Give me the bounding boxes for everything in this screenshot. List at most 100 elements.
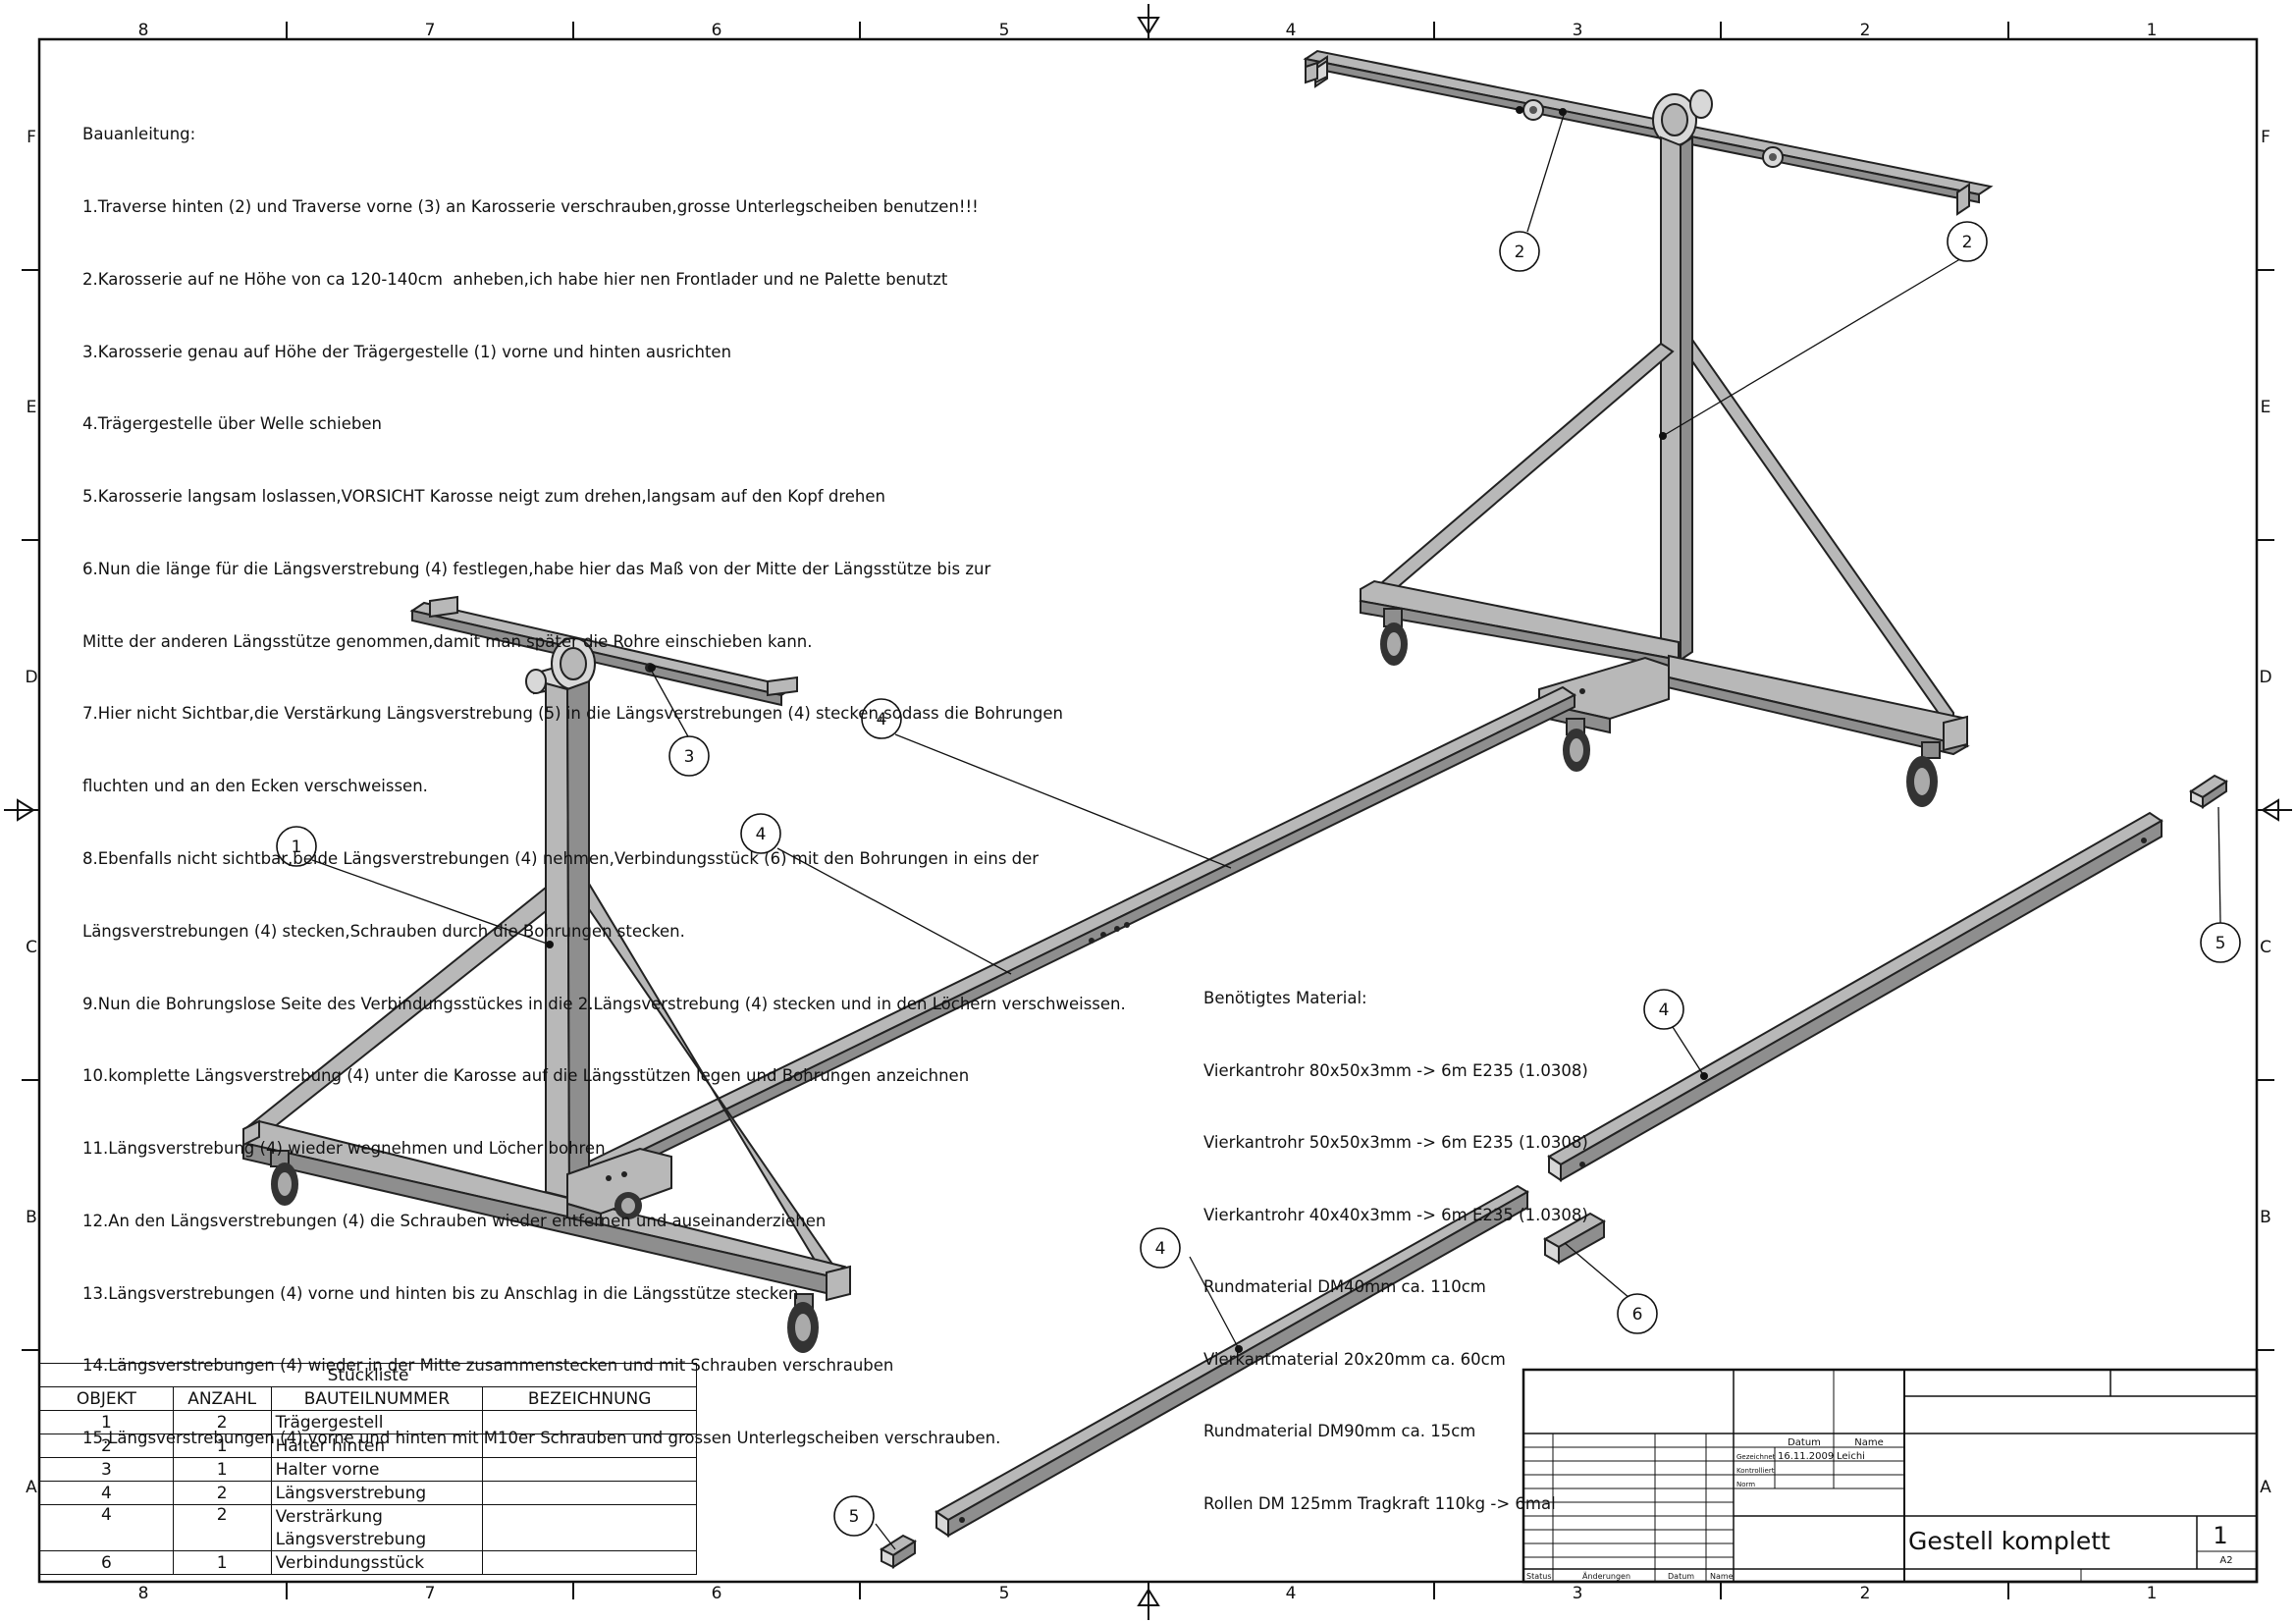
cell-anzahl: 1 [172,1550,272,1575]
longitudinal-strut-assembled [576,685,1577,1188]
exploded-strut-lower [934,1184,1529,1538]
cell-bauteil: Längsverstrebung [270,1481,484,1505]
balloon-4-c: 4 [1659,1001,1670,1020]
balloon-6: 6 [1632,1305,1643,1325]
assembly-instructions: Bauanleitung: 1.Traverse hinten (2) und … [82,75,1126,1475]
instruction-line: 2.Karosserie auf ne Höhe von ca 120-140c… [82,269,948,289]
tb-gezeichnet-label: Gezeichnet [1736,1453,1776,1461]
tb-name-label: Name [1710,1572,1734,1581]
material-line: Rundmaterial DM40mm ca. 110cm [1203,1277,1486,1296]
balloon-markers [276,106,2241,1537]
tb-aenderungen-label: Änderungen [1582,1571,1630,1581]
leader-lines [311,111,2221,1550]
front-wheel-3 [787,1293,819,1353]
tb-status-label: Status [1526,1572,1552,1581]
cell-bauteil: Verbindungsstück [270,1550,484,1575]
instruction-line: 8.Ebenfalls nicht sichtbar,beide Längsve… [82,849,1040,868]
instruction-line: 1.Traverse hinten (2) und Traverse vorne… [82,196,979,216]
instruction-line: 10.komplette Längsverstrebung (4) unter … [82,1066,970,1086]
col-header-bezeichnung: BEZEICHNUNG [482,1386,697,1411]
cell-bauteil: Halter vorne [270,1457,484,1482]
cell-objekt: 6 [39,1550,174,1575]
material-line: Vierkantmaterial 20x20mm ca. 60cm [1203,1349,1506,1369]
table-row: 4 2 Längsverstrebung [39,1481,697,1505]
balloon-5-b: 5 [849,1507,860,1527]
instruction-line: fluchten und an den Ecken verschweissen. [82,777,428,796]
front-wheel-1 [270,1150,298,1206]
rear-diagonal-left [1359,342,1675,611]
table-row: 2 1 Halter hinten [39,1434,697,1458]
tb-drawing-title: Gestell komplett [1908,1527,2110,1555]
col-label-bottom-7: 7 [425,1584,436,1603]
frame-column-labels: 8 7 6 5 4 3 2 1 8 7 6 5 4 3 2 1 [138,21,2158,1603]
balloon-4-d: 4 [1155,1239,1166,1259]
cell-anzahl: 2 [172,1410,272,1434]
col-label-top-4: 4 [1286,21,1297,40]
row-label-left-C: C [26,938,37,957]
front-wheel-2 [614,1192,642,1219]
row-label-right-A: A [2260,1478,2271,1497]
tb-gezeichnet-name: Leichi [1837,1451,1865,1462]
col-label-top-2: 2 [1860,21,1871,40]
instruction-line: 4.Trägergestelle über Welle schieben [82,414,382,434]
rear-base-left [1360,579,1680,662]
table-row-continuation: Längsverstrebung [40,1528,697,1551]
row-label-right-C: C [2260,938,2271,957]
material-line: Vierkantrohr 80x50x3mm -> 6m E235 (1.030… [1203,1060,1588,1080]
cell-bezeichnung [482,1550,697,1575]
instruction-line: 12.An den Längsverstrebungen (4) die Sch… [82,1211,827,1230]
material-line: Rundmaterial DM90mm ca. 15cm [1203,1422,1476,1440]
cell-bezeichnung [482,1410,697,1434]
balloon-4-b: 4 [756,825,767,844]
front-base-end [826,1265,851,1302]
parts-list-table: Stückliste OBJEKT ANZAHL BAUTEILNUMMER B… [39,1363,697,1575]
col-header-bauteilnummer: BAUTEILNUMMER [270,1386,484,1411]
col-label-top-1: 1 [2147,21,2158,40]
cell-anzahl: 1 [172,1434,272,1458]
cell-bauteil: Versträrkung [270,1504,484,1528]
tb-name-header: Name [1854,1437,1884,1448]
material-list: Benötigtes Material: Vierkantrohr 80x50x… [1203,939,1588,1541]
cell-objekt: 2 [39,1434,174,1458]
rear-traverse-bar [1303,49,1994,196]
col-label-top-6: 6 [712,21,722,40]
col-header-objekt: OBJEKT [39,1386,174,1411]
cell-bezeichnung [482,1457,697,1482]
balloon-1-rear: 2 [1962,233,1973,252]
tb-sheet-format: A2 [2219,1555,2232,1566]
col-label-bottom-2: 2 [1860,1584,1871,1603]
instruction-line: 5.Karosserie langsam loslassen,VORSICHT … [82,487,885,507]
row-label-left-B: B [26,1208,37,1227]
row-label-left-A: A [26,1478,37,1497]
tb-kontrolliert-label: Kontrolliert [1736,1467,1775,1475]
rear-vertical-post [1660,135,1682,662]
material-line: Vierkantrohr 50x50x3mm -> 6m E235 (1.030… [1203,1133,1588,1152]
cell-objekt: 3 [39,1457,174,1482]
cell-bauteil: Trägergestell [270,1410,484,1434]
parts-list-title: Stückliste [39,1363,697,1387]
cell-bezeichnung [482,1434,697,1458]
material-line: Vierkantrohr 40x40x3mm -> 6m E235 (1.030… [1203,1205,1588,1224]
instruction-line: 9.Nun die Bohrungslose Seite des Verbind… [82,994,1126,1013]
table-row: 1 2 Trägergestell [39,1410,697,1434]
table-row: 3 1 Halter vorne [39,1457,697,1482]
col-header-anzahl: ANZAHL [172,1386,272,1411]
front-stand-assembly [242,595,851,1353]
frame-row-labels: F E D C B A F E D C B A [25,128,2271,1497]
title-block-texts: Datum Name Gezeichnet 16.11.2009 Leichi … [1526,1437,2233,1581]
cell-anzahl: 2 [172,1481,272,1505]
row-label-left-D: D [25,668,37,687]
material-line: Rollen DM 125mm Tragkraft 110kg -> 6mal [1203,1493,1556,1513]
cell-anzahl: 1 [172,1457,272,1482]
col-label-bottom-5: 5 [999,1584,1010,1603]
instruction-line: 13.Längsverstrebungen (4) vorne und hint… [82,1283,799,1303]
title-block [1522,1368,2259,1584]
balloon-1-front: 1 [292,838,302,857]
cell-objekt: 1 [39,1410,174,1434]
cell-bauteil-line2: Längsverstrebung [270,1528,484,1551]
row-label-right-B: B [2260,1208,2271,1227]
row-label-right-D: D [2259,668,2271,687]
frame-ticks [22,22,2274,1599]
exploded-reinforcement-upper [2189,774,2228,809]
